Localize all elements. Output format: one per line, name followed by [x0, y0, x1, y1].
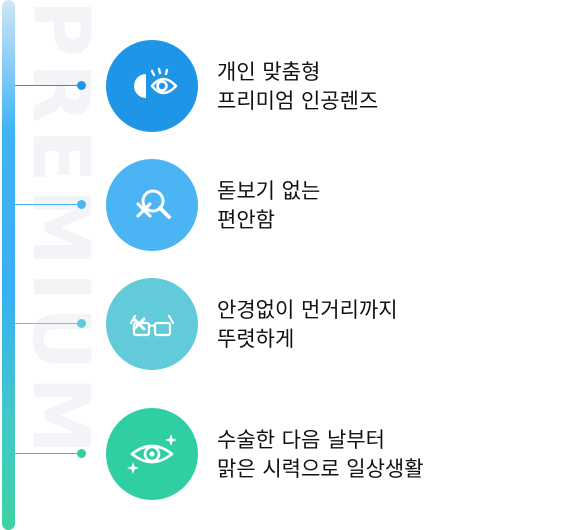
feature-item-no-glasses: 안경없이 먼거리까지 뚜렷하게 [0, 278, 580, 370]
connector-dot [77, 319, 86, 328]
feature-title-line2: 뚜렷하게 [217, 327, 295, 351]
feature-item-custom-lens: 개인 맞춤형 프리미엄 인공렌즈 [0, 40, 580, 132]
connector-dot [77, 81, 86, 90]
no-glasses-icon [106, 278, 198, 370]
feature-title-line2: 편안함 [217, 208, 275, 232]
feature-item-next-day-vision: 수술한 다음 날부터 맑은 시력으로 일상생활 [0, 408, 580, 500]
connector-line [15, 323, 81, 324]
feature-title-line1: 수술한 다음 날부터 [217, 428, 385, 452]
feature-title-line1: 안경없이 먼거리까지 [217, 298, 398, 322]
connector-dot [77, 449, 86, 458]
connector-line [15, 204, 81, 205]
feature-title-line1: 돋보기 없는 [217, 179, 321, 203]
timeline-bar [2, 0, 15, 530]
feature-title-line1: 개인 맞춤형 [217, 60, 321, 84]
connector-line [15, 453, 81, 454]
connector-dot [77, 200, 86, 209]
feature-item-no-magnifier: 돋보기 없는 편안함 [0, 159, 580, 251]
feature-title-line2: 프리미엄 인공렌즈 [217, 89, 379, 113]
sparkle-eye-icon [106, 408, 198, 500]
feature-title-line2: 맑은 시력으로 일상생활 [217, 457, 424, 481]
eye-lens-icon [106, 40, 198, 132]
no-magnifier-icon [106, 159, 198, 251]
connector-line [15, 85, 81, 86]
